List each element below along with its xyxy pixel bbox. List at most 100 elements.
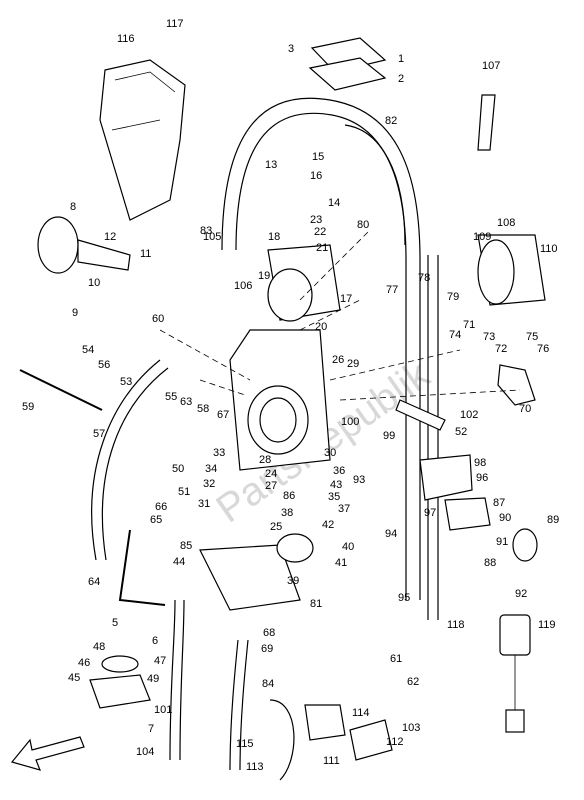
callout-22: 22	[314, 226, 326, 238]
callout-23: 23	[310, 214, 322, 226]
callout-41: 41	[335, 557, 347, 569]
callout-20: 20	[315, 321, 327, 333]
callout-105: 105	[203, 231, 221, 243]
callout-84: 84	[262, 678, 274, 690]
part-8-pulley	[37, 216, 79, 274]
callout-117: 117	[166, 18, 184, 30]
vent-hose-loop	[221, 97, 421, 600]
callout-30: 30	[324, 447, 336, 459]
callout-93: 93	[353, 474, 365, 486]
callout-19: 19	[258, 270, 270, 282]
assembly-line	[159, 329, 251, 381]
callout-114: 114	[352, 707, 370, 719]
callout-5: 5	[112, 617, 118, 629]
callout-111: 111	[323, 755, 340, 767]
callout-40: 40	[342, 541, 354, 553]
part-59-bolt	[19, 369, 103, 411]
callout-12: 12	[104, 231, 116, 243]
callout-37: 37	[338, 503, 350, 515]
callout-17: 17	[340, 293, 352, 305]
callout-11: 11	[140, 248, 151, 260]
callout-90: 90	[499, 512, 511, 524]
part-46-diaphragm	[101, 655, 139, 673]
callout-28: 28	[259, 454, 271, 466]
callout-18: 18	[268, 231, 280, 243]
callout-103: 103	[402, 722, 420, 734]
callout-119: 119	[538, 619, 556, 631]
callout-92: 92	[515, 588, 527, 600]
callout-51: 51	[178, 486, 190, 498]
callout-60: 60	[152, 313, 164, 325]
part-19-diaphragm	[267, 268, 313, 322]
part-45-cover-plate	[89, 674, 151, 709]
callout-45: 45	[68, 672, 80, 684]
callout-106: 106	[234, 280, 252, 292]
callout-82: 82	[385, 115, 397, 127]
callout-44: 44	[173, 556, 185, 568]
part-96-bracket	[419, 454, 473, 501]
callout-38: 38	[281, 507, 293, 519]
callout-69: 69	[261, 643, 273, 655]
callout-31: 31	[198, 498, 210, 510]
callout-88: 88	[484, 557, 496, 569]
callout-75: 75	[526, 331, 538, 343]
callout-25: 25	[270, 521, 282, 533]
part-2-gasket	[308, 57, 387, 91]
front-direction-arrow	[10, 736, 85, 771]
callout-10: 10	[88, 277, 100, 289]
hose-84	[229, 639, 239, 771]
callout-72: 72	[495, 343, 507, 355]
callout-74: 74	[449, 329, 461, 341]
callout-77: 77	[386, 284, 398, 296]
callout-3: 3	[288, 43, 294, 55]
hose-113	[269, 699, 295, 781]
callout-43: 43	[330, 479, 342, 491]
callout-102: 102	[460, 409, 478, 421]
callout-71: 71	[463, 319, 475, 331]
hose-104	[169, 599, 176, 761]
callout-116: 116	[117, 33, 135, 45]
callout-26: 26	[332, 354, 344, 366]
callout-108: 108	[497, 217, 515, 229]
callout-63: 63	[180, 396, 192, 408]
callout-101: 101	[154, 704, 172, 716]
callout-61: 61	[390, 653, 402, 665]
callout-1: 1	[398, 53, 404, 65]
callout-55: 55	[165, 391, 177, 403]
callout-49: 49	[147, 673, 159, 685]
callout-59: 59	[22, 401, 34, 413]
callout-109: 109	[473, 231, 491, 243]
callout-64: 64	[88, 576, 100, 588]
callout-104: 104	[136, 746, 154, 758]
callout-39: 39	[287, 575, 299, 587]
callout-15: 15	[312, 151, 324, 163]
part-109-clamp	[477, 239, 515, 305]
callout-32: 32	[203, 478, 215, 490]
callout-99: 99	[383, 430, 395, 442]
assembly-line	[299, 299, 361, 331]
part-107-strap	[477, 94, 496, 151]
callout-112: 112	[386, 736, 404, 748]
callout-95: 95	[398, 592, 410, 604]
assembly-line	[299, 229, 371, 301]
callout-86: 86	[283, 490, 295, 502]
callout-27: 27	[265, 480, 277, 492]
callout-76: 76	[537, 343, 549, 355]
callout-83: 83	[200, 225, 212, 237]
callout-85: 85	[180, 540, 192, 552]
hose-left-outer-b	[101, 367, 169, 561]
part-119-connector	[505, 709, 525, 733]
hose-84-b	[239, 639, 249, 771]
part-87-pump-body	[444, 497, 491, 531]
callout-79: 79	[447, 291, 459, 303]
assembly-line	[329, 349, 461, 381]
hose-left-outer	[91, 359, 161, 561]
cover-detail	[111, 71, 176, 131]
callout-48: 48	[93, 641, 105, 653]
callout-68: 68	[263, 627, 275, 639]
callout-94: 94	[385, 528, 397, 540]
callout-42: 42	[322, 519, 334, 531]
callout-73: 73	[483, 331, 495, 343]
